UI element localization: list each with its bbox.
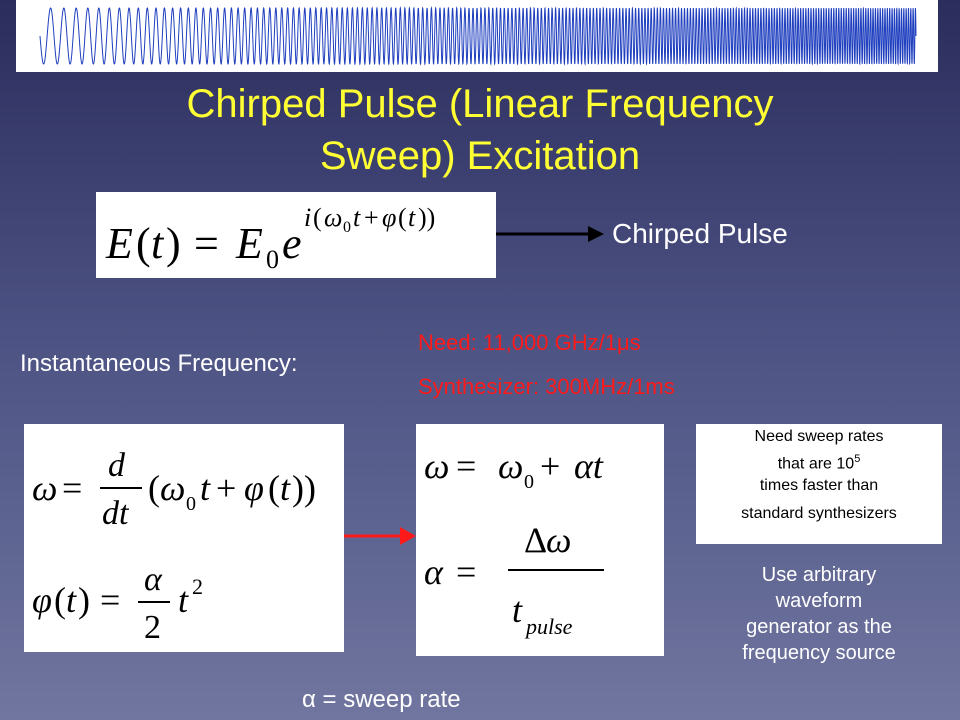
svg-text:ω: ω [546,520,571,560]
svg-text:ω: ω [160,468,185,508]
title-line-2: Sweep) Excitation [319,134,641,178]
note-line-1: Need sweep rates [754,428,884,445]
svg-text:)): )) [418,203,435,232]
title-line-1: Chirped Pulse (Linear Frequency [186,82,774,126]
svg-text:E: E [105,219,133,268]
svg-text:Δ: Δ [524,520,547,560]
svg-text:t: t [512,590,523,630]
awg-line-1: Use arbitrary [761,564,877,586]
svg-text:E: E [235,219,263,268]
sweep-rate-note-box: Need sweep rates that are 105 times fast… [696,424,942,544]
svg-text:t: t [200,468,211,508]
svg-text:0: 0 [186,493,196,515]
chirp-waveform-banner [16,0,938,72]
svg-text:φ: φ [32,580,52,620]
alpha-definition: α = sweep rate [302,686,461,714]
need-rate-label: Need: 11,000 GHz/1μs [418,330,641,356]
svg-text:): ) [78,580,90,620]
right-arrow-icon [496,226,604,242]
svg-text:dt: dt [102,495,130,532]
svg-text:2: 2 [144,609,161,646]
svg-text:α: α [144,561,163,598]
sweep-rate-label: = sweep rate [315,686,461,713]
note-line-3: times faster than [759,477,879,495]
sweep-rate-equation: ω = ω 0 + αt α = Δ ω t pulse [424,446,604,639]
awg-line-3: generator as the [746,616,892,638]
svg-text:=: = [456,552,476,592]
svg-text:)): )) [292,468,316,508]
svg-text:e: e [282,219,302,268]
awg-note: Use arbitrary waveform generator as the … [696,562,942,666]
svg-text:t: t [408,203,416,232]
svg-text:0: 0 [524,471,534,493]
svg-text:αt: αt [574,446,604,486]
svg-text:t: t [280,468,291,508]
svg-text:pulse: pulse [524,614,573,639]
svg-text:=: = [100,580,120,620]
svg-text:t: t [66,580,77,620]
chirp-waveform-graphic [39,6,917,66]
svg-text:(: ( [268,468,280,508]
svg-text:=: = [194,219,219,268]
svg-text:(: ( [54,580,66,620]
svg-text:t: t [353,203,361,232]
svg-text:ω: ω [324,203,342,232]
svg-text:φ: φ [244,468,264,508]
svg-text:t: t [178,580,189,620]
svg-text:α: α [424,552,444,592]
awg-line-4: frequency source [742,642,896,664]
alpha-symbol: α [302,686,316,713]
svg-text:(: ( [136,219,151,268]
slide-title: Chirped Pulse (Linear Frequency Sweep) E… [60,78,900,182]
instantaneous-frequency-label: Instantaneous Frequency: [20,350,298,377]
svg-text:d: d [108,447,126,484]
synthesizer-rate-label: Synthesizer: 300MHz/1ms [418,374,675,399]
field-equation: E ( t ) = E 0 e i ( ω 0 t + φ ( t )) [105,203,435,274]
svg-text:+: + [540,446,560,486]
svg-text:ω: ω [498,446,523,486]
note-line-2-text: that are 10 [777,455,855,473]
sweep-rate-note: Need sweep rates that are 105 times fast… [696,424,942,525]
field-equation-box: E ( t ) = E 0 e i ( ω 0 t + φ ( t )) [96,192,496,278]
svg-text:+: + [216,468,236,508]
red-arrow-icon [344,527,416,545]
svg-text:2: 2 [192,574,203,599]
svg-text:φ: φ [382,203,396,232]
svg-text:0: 0 [266,245,279,274]
svg-text:=: = [456,446,476,486]
sweep-rate-equation-box: ω = ω 0 + αt α = Δ ω t pulse [416,424,664,656]
svg-text:+: + [364,203,379,232]
note-line-2: that are 105 [696,448,942,475]
note-exponent: 5 [854,453,861,465]
svg-text:=: = [62,468,82,508]
need-rate-unit: μs [616,330,641,355]
svg-text:ω: ω [32,468,57,508]
note-line-4: standard synthesizers [741,505,897,523]
svg-text:(: ( [313,203,322,232]
svg-text:(: ( [398,203,407,232]
svg-text:(: ( [148,468,160,508]
svg-text:): ) [166,219,181,268]
svg-text:i: i [304,203,311,232]
omega-phi-equation: ω = d dt ( ω 0 t + φ ( t )) φ ( t ) = α … [32,447,316,646]
chirped-pulse-label: Chirped Pulse [612,218,788,249]
svg-text:t: t [151,219,165,268]
svg-text:ω: ω [424,446,449,486]
need-rate-text: Need: 11,000 GHz/1 [418,330,617,355]
awg-line-2: waveform [775,590,863,612]
svg-text:0: 0 [343,219,351,236]
omega-phi-equation-box: ω = d dt ( ω 0 t + φ ( t )) φ ( t ) = α … [24,424,344,652]
